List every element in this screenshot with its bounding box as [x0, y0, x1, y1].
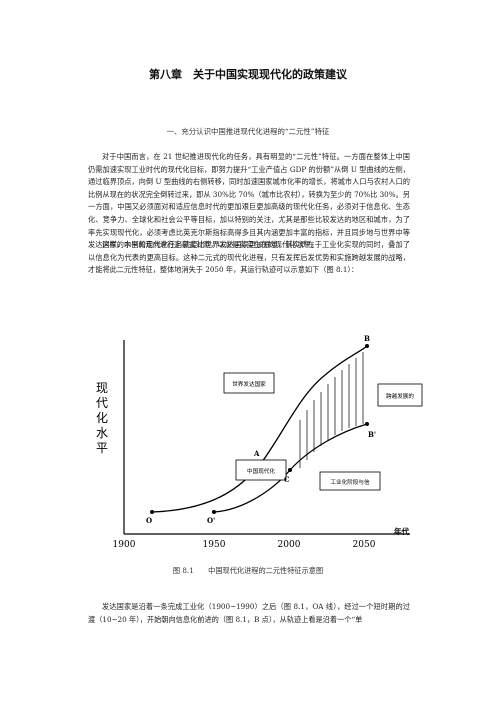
- point-b-prime-dot: [365, 422, 369, 426]
- point-b-dot: [365, 344, 369, 348]
- developed-countries-curve: [151, 345, 368, 513]
- label-point-c: C: [284, 475, 290, 484]
- point-o-dot: [150, 510, 154, 514]
- paragraph-1: 对于中国而言，在 21 世纪推进现代化的任务，具有明显的“二元性”特征。一方面在…: [88, 152, 410, 250]
- box-leap-development: [377, 383, 423, 407]
- y-axis-label-char: 化: [96, 411, 108, 425]
- x-tick-2050: 2050: [353, 540, 376, 550]
- y-axis-label-char: 代: [96, 396, 108, 410]
- x-axis-label: 年代: [394, 526, 409, 536]
- point-c-dot: [288, 468, 292, 472]
- paragraph-3: 发达国家是沿着一条完成工业化（1900~1990）之后（图 8.1，OA 线），…: [88, 602, 410, 624]
- y-axis-label-char: 水: [96, 426, 108, 440]
- chapter-title: 第八章 关于中国实现现代化的政策建议: [149, 68, 347, 81]
- figure-caption: 图 8.1 中国现代化进程的二元性特征示意图: [172, 566, 324, 575]
- box-developed-countries: [223, 372, 275, 394]
- box-developed-countries-label: 世界发达国家: [232, 380, 266, 388]
- hatch-region: [299, 352, 364, 468]
- label-point-b: B: [364, 334, 370, 343]
- x-tick-1900: 1900: [113, 540, 136, 550]
- x-tick-2000: 2000: [278, 540, 301, 550]
- y-axis-label-char: 平: [96, 441, 108, 455]
- x-tick-1950: 1950: [203, 540, 226, 550]
- section-heading: 一、充分认识中国推进现代化进程的“二元性”特征: [166, 127, 330, 136]
- box-industrialization-stage: [319, 471, 381, 491]
- label-point-b-prime: B': [368, 430, 376, 439]
- y-axis-label: 现代化水平: [96, 381, 108, 455]
- box-leap-development-label: 跨越发展的: [386, 392, 414, 400]
- paragraph-2: 这样，中国的现代化任务就要比世界发达国家更加艰难，其实质在于工业化实现的同时，叠…: [88, 240, 410, 275]
- box-industrialization-label: 工业化阶段与信: [330, 478, 370, 486]
- label-point-o-prime: O': [207, 516, 215, 525]
- box-china-modernization-label: 中国现代化: [247, 467, 275, 475]
- y-axis-label-char: 现: [96, 381, 108, 395]
- box-china-modernization: [235, 459, 287, 481]
- label-point-a: A: [253, 449, 260, 458]
- point-o-prime-dot: [212, 510, 216, 514]
- svg-text:现代化水平: 现代化水平: [96, 381, 108, 455]
- label-point-o: O: [146, 516, 152, 525]
